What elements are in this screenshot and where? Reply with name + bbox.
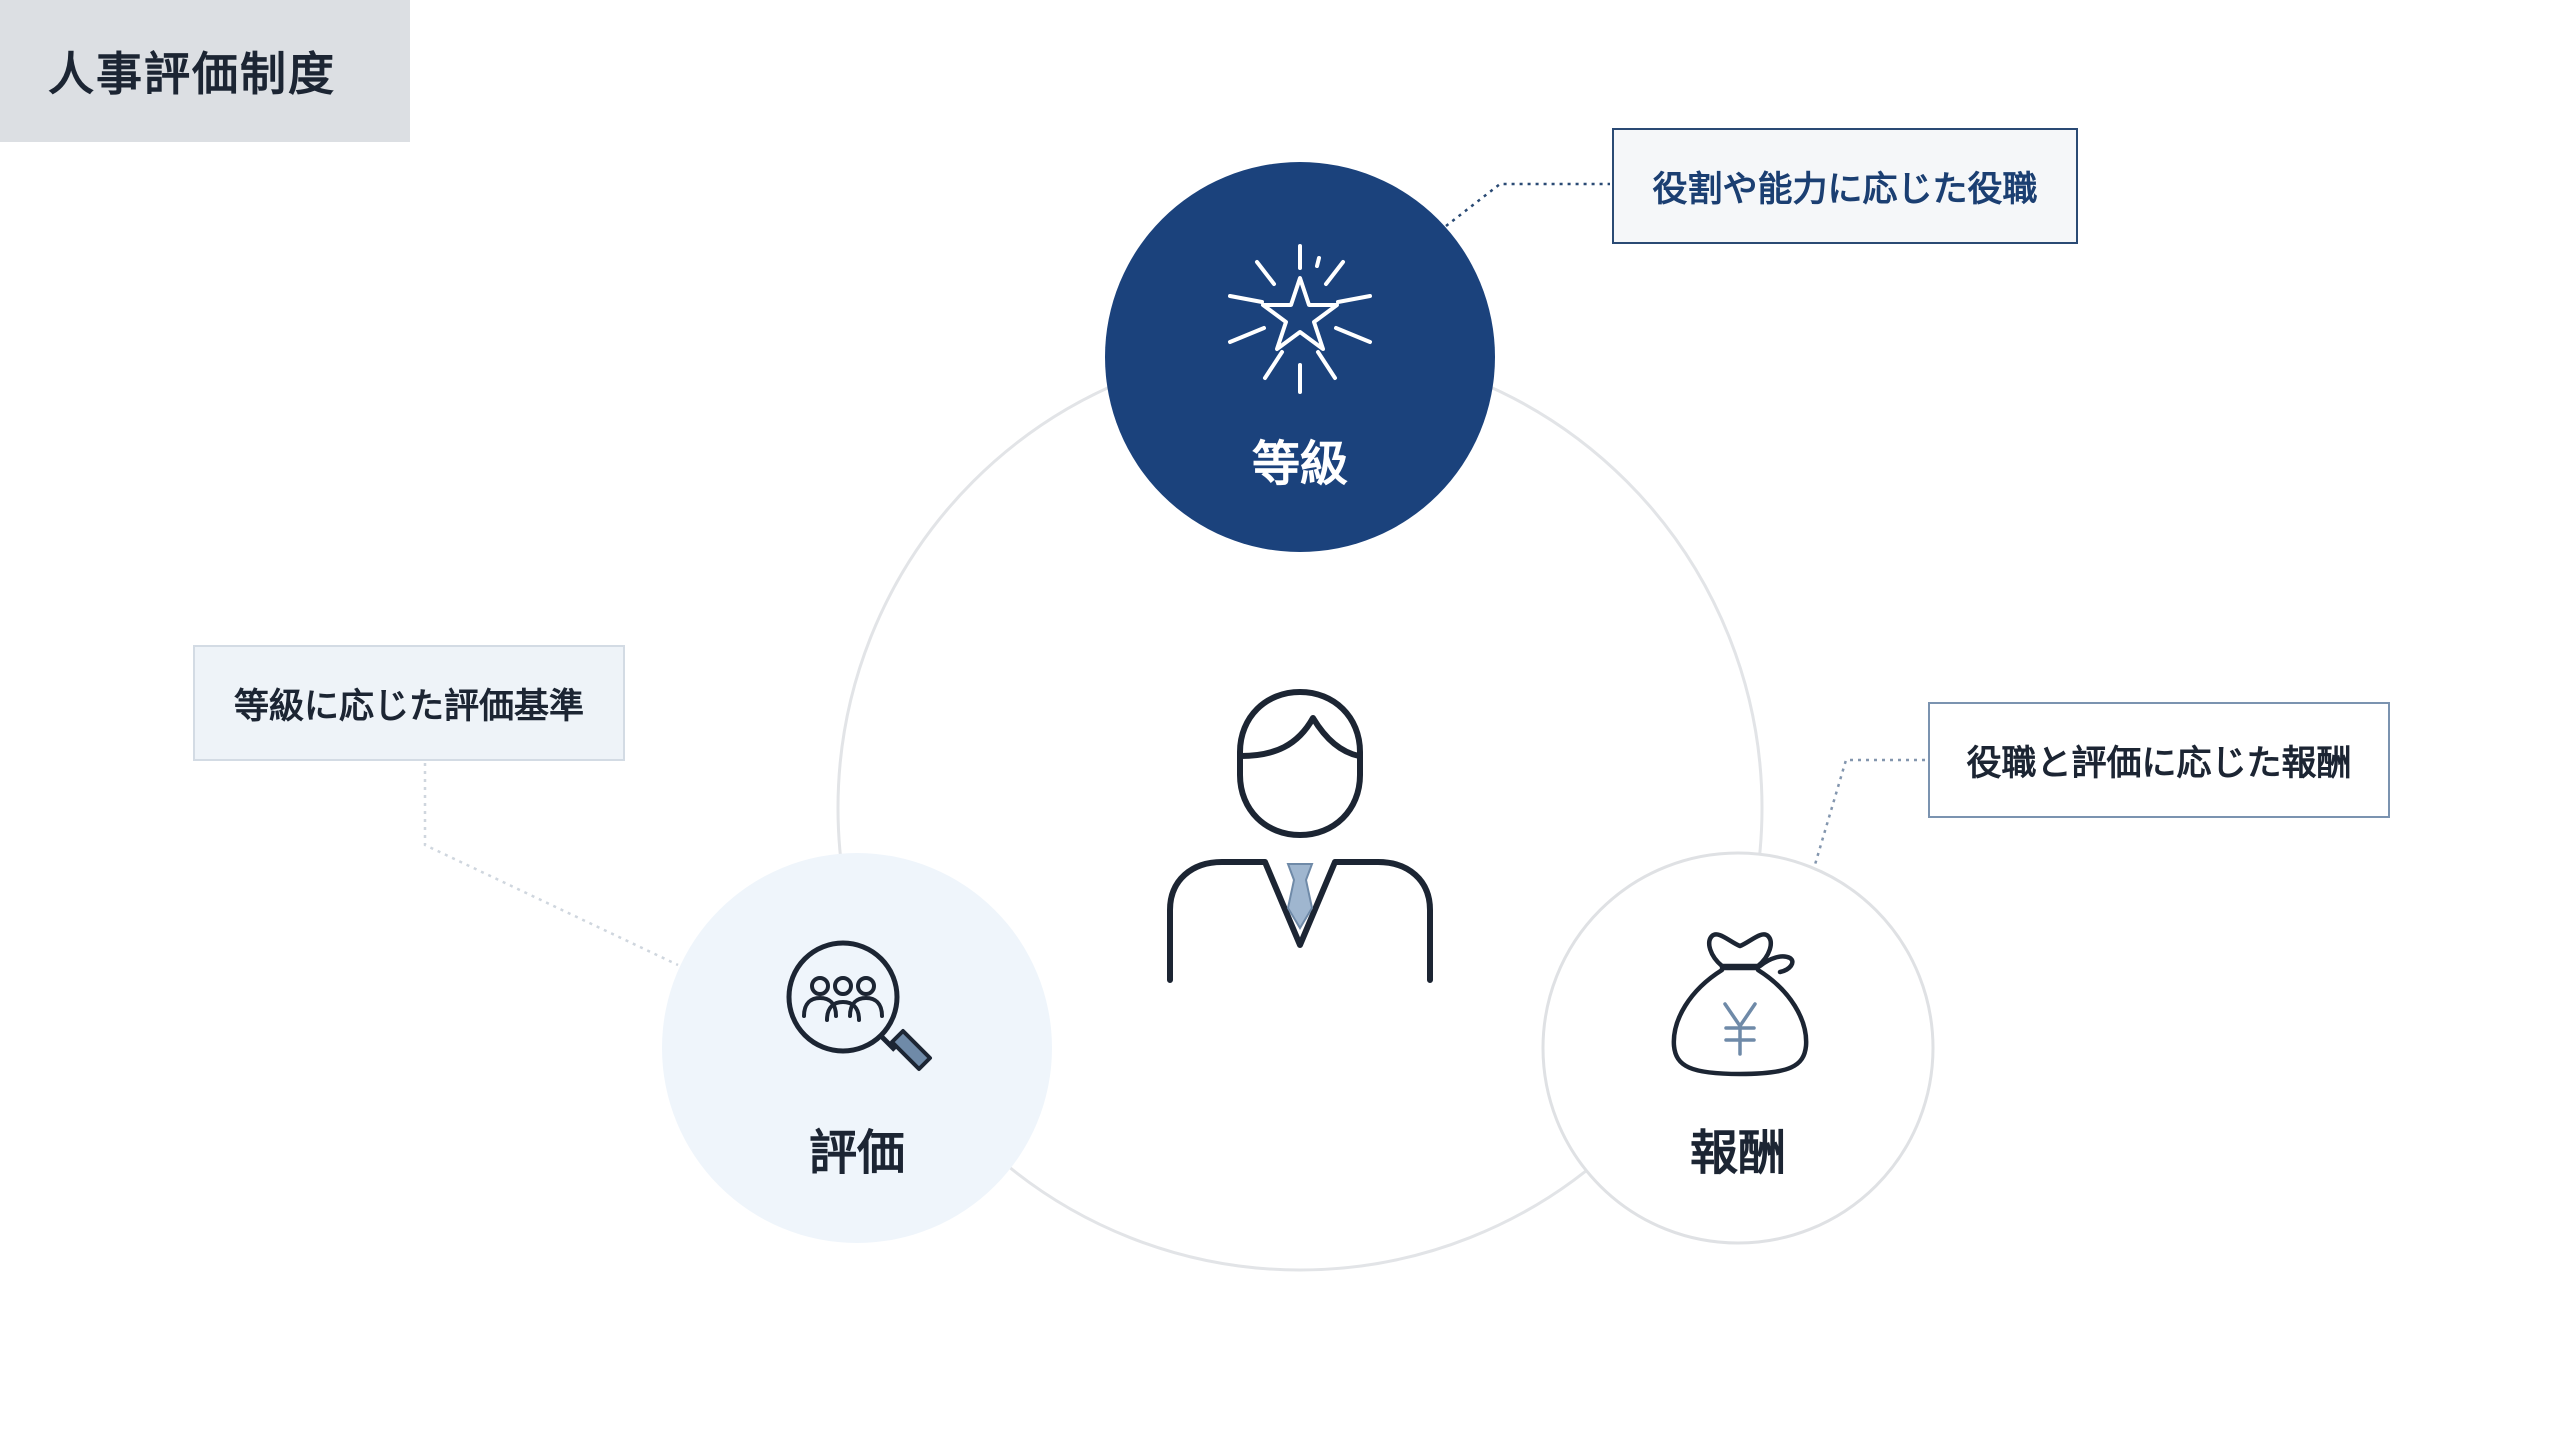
compensation-node — [1541, 851, 1935, 1245]
connector-evaluation — [423, 763, 679, 967]
connector-grade — [1445, 182, 1610, 227]
compensation-label: 報酬 — [1689, 1125, 1786, 1181]
title-tab: 人事評価制度 — [0, 0, 410, 142]
connector-compensation — [1812, 758, 1925, 869]
person-icon — [1167, 688, 1433, 983]
grade-label: 等級 — [1251, 436, 1348, 492]
page-title: 人事評価制度 — [48, 47, 336, 101]
grade-description: 役割や能力に応じた役職 — [1612, 128, 2078, 244]
evaluation-label: 評価 — [808, 1125, 905, 1181]
magnifier-people-icon — [786, 940, 932, 1071]
grade-node — [1105, 162, 1495, 552]
evaluation-description: 等級に応じた評価基準 — [193, 645, 625, 761]
compensation-description: 役職と評価に応じた報酬 — [1928, 702, 2390, 818]
star-burst-icon — [1228, 244, 1372, 394]
yen-money-bag-icon — [1671, 932, 1809, 1077]
